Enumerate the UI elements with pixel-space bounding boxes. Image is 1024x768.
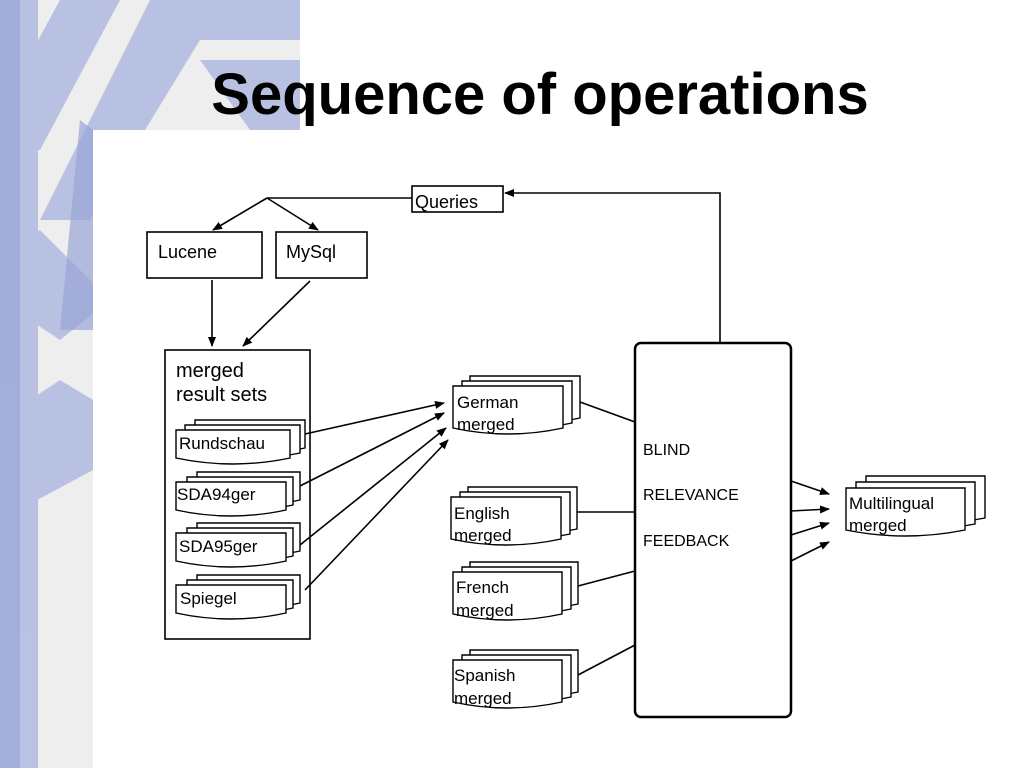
english-merged-doc-stack [450, 486, 578, 546]
source-rundschau-label: Rundschau [179, 434, 266, 453]
spanish-to-feedback-line [577, 644, 636, 676]
sda95ger-to-german-arrow [299, 427, 447, 546]
feedback-to-queries-arrow [504, 189, 721, 343]
spanish-merged-label-line1: Spanish [454, 666, 516, 685]
multilingual-merged-label-line1: Multilingual [849, 494, 935, 513]
queries-box [411, 185, 504, 213]
source-sda94ger-label: SDA94ger [177, 485, 256, 504]
english-merged-label-line1: English [454, 504, 510, 523]
merged-result-sets-label-line2: result sets [176, 384, 268, 406]
feedback-label-line3: FEEDBACK [643, 533, 730, 550]
feedback-to-multilingual-arrow-4 [790, 541, 830, 562]
spanish-merged-doc-stack [452, 649, 579, 709]
german-merged-label-line1: German [457, 393, 519, 412]
to-lucene-arrow [212, 197, 268, 231]
sda94ger-doc-stack [175, 471, 301, 517]
merged-result-sets-label-line1: merged [176, 360, 244, 382]
lucene-label: Lucene [158, 242, 218, 262]
feedback-box [633, 341, 793, 719]
source-spiegel-label: Spiegel [180, 589, 237, 608]
rundschau-doc-stack [175, 419, 306, 465]
queries-label: Queries [415, 192, 479, 212]
to-mysql-arrow [266, 197, 319, 231]
spiegel-doc-stack [175, 574, 301, 620]
spiegel-to-german-arrow [304, 439, 449, 591]
spanish-merged-label-line2: merged [454, 689, 512, 708]
german-merged-label-line2: merged [457, 415, 515, 434]
french-merged-label-line1: French [456, 578, 509, 597]
feedback-to-multilingual-arrow-1 [790, 480, 830, 495]
french-merged-doc-stack [452, 561, 579, 621]
sda94ger-to-german-arrow [299, 412, 445, 487]
multilingual-merged-doc-stack [845, 475, 986, 537]
mysql-label: MySql [286, 242, 337, 262]
feedback-label-line1: BLIND [643, 442, 691, 459]
german-to-feedback-line [579, 401, 636, 423]
rundschau-to-german-arrow [304, 401, 445, 435]
slide-title: Sequence of operations [211, 62, 869, 127]
source-sda95ger-label: SDA95ger [179, 537, 258, 556]
german-merged-doc-stack [452, 375, 581, 435]
lucene-box [146, 231, 263, 279]
french-to-feedback-line [577, 570, 636, 587]
feedback-to-multilingual-arrow-3 [790, 521, 830, 536]
english-merged-label-line2: merged [454, 526, 512, 545]
french-merged-label-line2: merged [456, 601, 514, 620]
mysql-box [275, 231, 368, 279]
multilingual-merged-label-line2: merged [849, 516, 907, 535]
mysql-to-merged-arrow [242, 280, 311, 347]
feedback-to-multilingual-arrow-2 [790, 505, 830, 514]
feedback-label-line2: RELEVANCE [643, 487, 739, 504]
sda95ger-doc-stack [175, 522, 301, 568]
